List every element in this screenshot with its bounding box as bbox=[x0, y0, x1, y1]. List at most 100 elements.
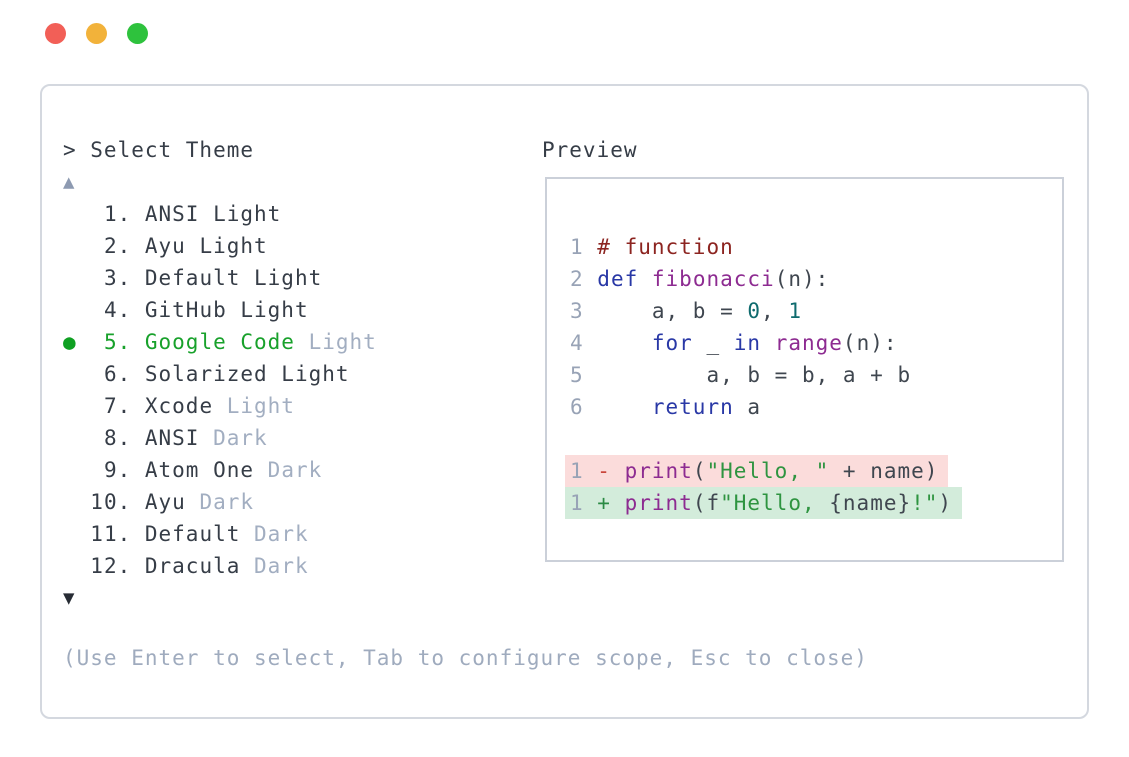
bullet-spacer bbox=[63, 394, 90, 418]
code-token-plain: + name) bbox=[829, 459, 939, 483]
theme-number: 2. bbox=[90, 234, 145, 258]
line-number: 1 bbox=[570, 235, 598, 259]
theme-number: 8. bbox=[90, 426, 145, 450]
code-token-plain: a, b = b, a + b bbox=[597, 363, 912, 387]
line-number: 1 bbox=[570, 491, 598, 515]
code-token-keyword: in bbox=[733, 331, 762, 355]
bullet-spacer bbox=[63, 362, 90, 386]
code-line bbox=[570, 423, 1062, 455]
theme-number: 6. bbox=[90, 362, 145, 386]
theme-variant-label: Dark bbox=[199, 426, 268, 450]
minimize-button[interactable] bbox=[86, 23, 107, 44]
bullet-spacer bbox=[63, 458, 90, 482]
theme-variant-label: Dark bbox=[185, 490, 255, 514]
theme-number: 7. bbox=[90, 394, 145, 418]
line-number: 5 bbox=[570, 363, 598, 387]
theme-list-item[interactable]: 7. Xcode Light bbox=[63, 390, 377, 422]
theme-list-item[interactable]: 2. Ayu Light bbox=[63, 230, 377, 262]
bullet-spacer bbox=[63, 554, 90, 578]
code-token-plain: (n): bbox=[842, 331, 898, 355]
theme-name: Default bbox=[144, 522, 241, 546]
theme-list-item[interactable]: 4. GitHub Light bbox=[63, 294, 377, 326]
theme-list-item[interactable]: 10. Ayu Dark bbox=[63, 486, 377, 518]
theme-number: 12. bbox=[90, 554, 145, 578]
theme-list: ▲ 1. ANSI Light 2. Ayu Light 3. Default … bbox=[63, 166, 377, 614]
diff-line-add: 1 + print(f"Hello, {name}!") bbox=[565, 487, 1062, 519]
code-token-func: fibonacci bbox=[651, 267, 775, 291]
theme-list-item[interactable]: 8. ANSI Dark bbox=[63, 422, 377, 454]
window-controls bbox=[45, 23, 148, 44]
selected-bullet-icon: ● bbox=[63, 330, 91, 354]
theme-name: ANSI bbox=[144, 426, 200, 450]
theme-name: Default Light bbox=[144, 266, 323, 290]
theme-list-item[interactable]: 9. Atom One Dark bbox=[63, 454, 377, 486]
theme-name: ANSI Light bbox=[144, 202, 282, 226]
theme-name: Ayu Light bbox=[144, 234, 268, 258]
scroll-down-icon[interactable]: ▼ bbox=[63, 587, 76, 609]
theme-number: 3. bbox=[90, 266, 145, 290]
theme-number: 1. bbox=[90, 202, 145, 226]
code-token-keyword: for bbox=[651, 331, 693, 355]
theme-variant-label: Light bbox=[213, 394, 295, 418]
code-token-plain: ( bbox=[692, 459, 707, 483]
theme-variant-label: Dark bbox=[240, 554, 309, 578]
code-token-plain: (n): bbox=[774, 267, 830, 291]
code-token-plain: a bbox=[733, 395, 762, 419]
help-text: (Use Enter to select, Tab to configure s… bbox=[63, 646, 868, 670]
code-token-diff-plus: + bbox=[597, 491, 625, 515]
code-line: 6 return a bbox=[570, 391, 1062, 423]
theme-number: 9. bbox=[90, 458, 145, 482]
code-line: 5 a, b = b, a + b bbox=[570, 359, 1062, 391]
bullet-spacer bbox=[63, 266, 90, 290]
code-token-keyword: def bbox=[597, 267, 639, 291]
code-token-func: print bbox=[624, 491, 693, 515]
theme-list-item[interactable]: 12. Dracula Dark bbox=[63, 550, 377, 582]
code-token-plain: {name} bbox=[829, 491, 912, 515]
code-token-plain: , bbox=[761, 299, 789, 323]
bullet-spacer bbox=[63, 522, 90, 546]
preview-heading: Preview bbox=[542, 138, 638, 162]
theme-list-item[interactable]: ● 5. Google Code Light bbox=[63, 326, 377, 358]
theme-list-item[interactable]: 1. ANSI Light bbox=[63, 198, 377, 230]
line-number: 1 bbox=[570, 459, 598, 483]
bullet-spacer bbox=[63, 490, 90, 514]
close-button[interactable] bbox=[45, 23, 66, 44]
bullet-spacer bbox=[63, 234, 90, 258]
theme-name: GitHub Light bbox=[144, 298, 309, 322]
theme-name: Google Code bbox=[144, 330, 295, 354]
code-token-plain bbox=[761, 331, 775, 355]
code-token-comment: # function bbox=[597, 235, 734, 259]
zoom-button[interactable] bbox=[127, 23, 148, 44]
theme-name: Solarized Light bbox=[144, 362, 350, 386]
theme-number: 4. bbox=[90, 298, 145, 322]
line-number: 6 bbox=[570, 395, 598, 419]
diff-line-del: 1 - print("Hello, " + name) bbox=[565, 455, 1062, 487]
code-line: 4 for _ in range(n): bbox=[570, 327, 1062, 359]
code-token-string: "Hello, " bbox=[706, 459, 830, 483]
code-token-plain bbox=[638, 267, 652, 291]
diff-removed-highlight: 1 - print("Hello, " + name) bbox=[565, 455, 949, 487]
theme-name: Xcode bbox=[144, 394, 214, 418]
code-token-plain: (f bbox=[692, 491, 721, 515]
bullet-spacer bbox=[63, 426, 90, 450]
theme-variant-label: Dark bbox=[240, 522, 309, 546]
code-token-plain: _ bbox=[692, 331, 734, 355]
code-token-plain bbox=[597, 331, 652, 355]
theme-list-item[interactable]: 11. Default Dark bbox=[63, 518, 377, 550]
code-token-plain bbox=[597, 395, 652, 419]
line-number: 4 bbox=[570, 331, 598, 355]
diff-added-highlight: 1 + print(f"Hello, {name}!") bbox=[565, 487, 963, 519]
code-token-string: !" bbox=[911, 491, 939, 515]
theme-list-item[interactable]: 6. Solarized Light bbox=[63, 358, 377, 390]
code-line: 1 # function bbox=[570, 231, 1062, 263]
theme-variant-label: Light bbox=[294, 330, 377, 354]
bullet-spacer bbox=[63, 202, 90, 226]
code-token-func: print bbox=[624, 459, 693, 483]
theme-list-item[interactable]: 3. Default Light bbox=[63, 262, 377, 294]
select-theme-prompt: > Select Theme bbox=[63, 138, 255, 162]
scroll-up-icon[interactable]: ▲ bbox=[63, 171, 76, 193]
code-token-plain: a, b = bbox=[597, 299, 748, 323]
code-token-plain: ) bbox=[938, 491, 953, 515]
theme-name: Ayu bbox=[144, 490, 186, 514]
